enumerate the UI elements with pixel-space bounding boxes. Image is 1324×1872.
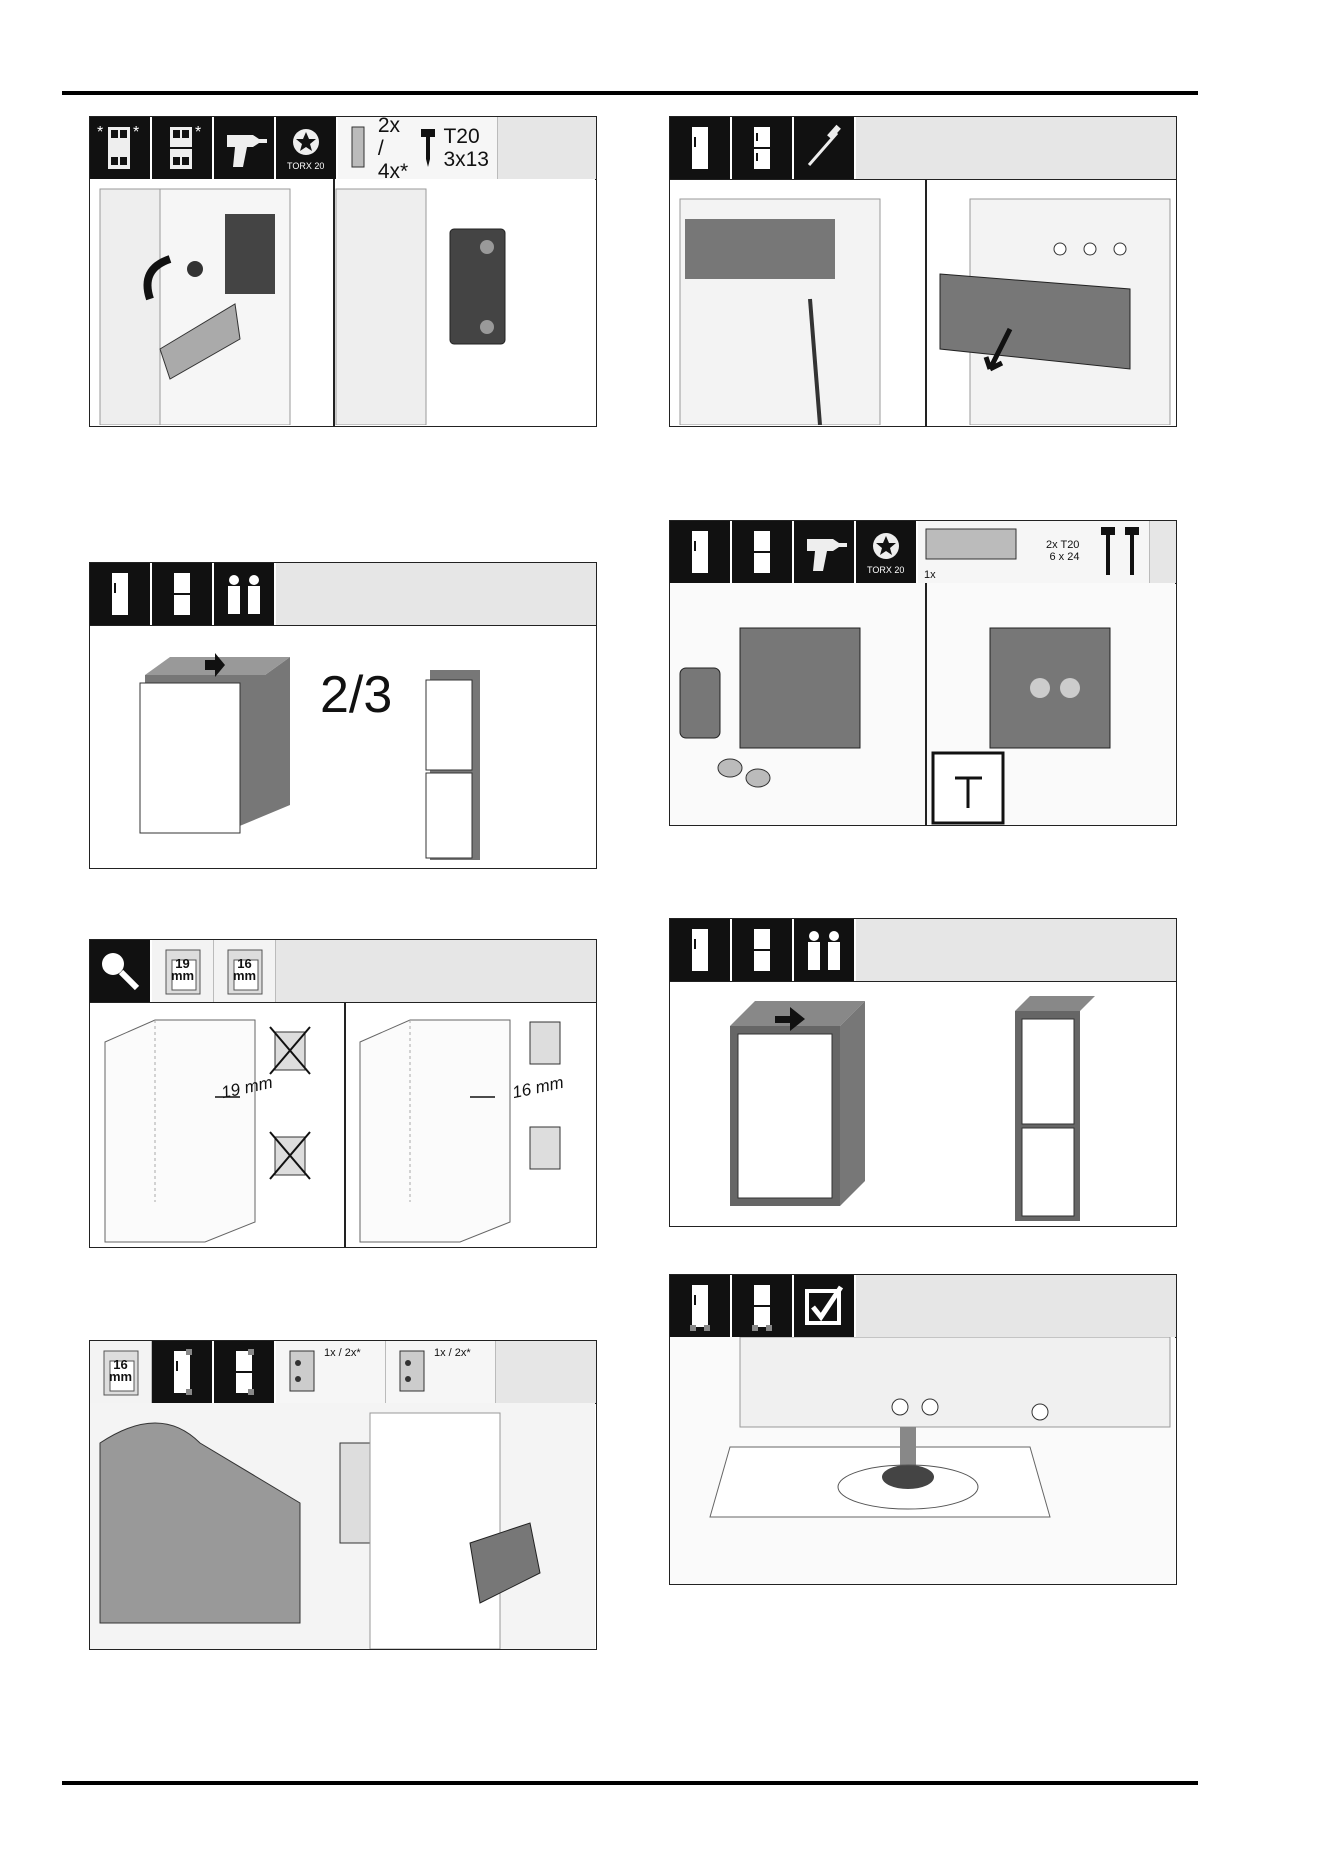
screw-icon bbox=[1097, 523, 1147, 579]
hinge-part-b-icon: 1x / 2x* bbox=[386, 1341, 496, 1403]
fridge-icon bbox=[670, 919, 732, 981]
step-panel-remove-cover bbox=[669, 116, 1177, 427]
count-b-label: 1x / 2x* bbox=[434, 1347, 471, 1359]
fridge-freezer-icon bbox=[152, 563, 214, 625]
panel-header bbox=[670, 117, 1176, 180]
fridge-freezer-hinge-icon bbox=[214, 1341, 276, 1403]
torx-icon: TORX 20 bbox=[856, 521, 918, 583]
fridge-hinge-icon bbox=[152, 1341, 214, 1403]
panel-divider bbox=[333, 179, 335, 426]
fridge-freezer-icon bbox=[732, 919, 794, 981]
bracket-part-icon bbox=[922, 525, 1022, 575]
svg-text:*: * bbox=[97, 124, 103, 141]
screw-type-label: T20 bbox=[443, 125, 489, 148]
checkbox-checked-icon bbox=[794, 1275, 856, 1337]
fridge-icon bbox=[90, 563, 152, 625]
top-rule bbox=[62, 91, 1198, 95]
panel-illustration: 19 mm 16 mm bbox=[90, 1002, 596, 1247]
step-panel-check-level bbox=[669, 1274, 1177, 1585]
fridge-freezer-hinge-icon: * bbox=[152, 117, 214, 179]
appliance-insertion-illustration bbox=[90, 625, 595, 868]
step-panel-two-thirds: 2/3 bbox=[89, 562, 597, 869]
screw-count-label: 2x / bbox=[378, 116, 412, 160]
bracket-mount-illustration bbox=[670, 583, 1175, 825]
panel-illustration bbox=[670, 583, 1176, 825]
leveling-foot-illustration bbox=[670, 1337, 1175, 1585]
hinge-bracket-icon bbox=[394, 1345, 434, 1399]
fridge-feet-icon bbox=[670, 1275, 732, 1337]
hinge-bracket-icon bbox=[284, 1345, 324, 1399]
appliance-aligned-illustration bbox=[670, 981, 1175, 1226]
svg-text:*: * bbox=[133, 124, 139, 141]
panel-divider bbox=[925, 179, 927, 426]
cover-pullout-illustration bbox=[670, 179, 1175, 425]
fridge-freezer-icon bbox=[732, 521, 794, 583]
two-thirds-label: 2/3 bbox=[320, 665, 392, 725]
drill-icon bbox=[214, 117, 276, 179]
part-count-label: 1x bbox=[924, 569, 936, 581]
mm-unit-label: mm bbox=[90, 1371, 151, 1383]
fridge-hinge-icon: ** bbox=[90, 117, 152, 179]
crossed-hinge-top bbox=[270, 1027, 310, 1074]
panel-illustration bbox=[90, 1403, 596, 1649]
panel-illustration bbox=[670, 1337, 1176, 1584]
panel-illustration: 2/3 bbox=[90, 625, 596, 868]
hinge-cover-illustration bbox=[90, 1403, 595, 1649]
hinge-part-a-icon: 1x / 2x* bbox=[276, 1341, 386, 1403]
step-panel-align-appliance bbox=[669, 918, 1177, 1227]
screwdriver-icon bbox=[794, 117, 856, 179]
cover-removal-illustration bbox=[90, 179, 595, 425]
mm-unit-label: mm bbox=[152, 970, 213, 982]
screw-type-label: 2x T20 bbox=[1046, 539, 1079, 551]
panel-illustration bbox=[90, 179, 596, 426]
count-a-label: 1x / 2x* bbox=[324, 1347, 361, 1359]
panel-illustration bbox=[670, 981, 1176, 1226]
two-persons-icon bbox=[794, 919, 856, 981]
magnifier-icon bbox=[90, 940, 152, 1002]
svg-text:TORX 20: TORX 20 bbox=[867, 565, 904, 575]
bottom-rule bbox=[62, 1781, 1198, 1785]
drill-icon bbox=[794, 521, 856, 583]
torx-icon: TORX 20 bbox=[276, 117, 338, 179]
fridge-icon bbox=[670, 521, 732, 583]
panel-divider bbox=[344, 1002, 346, 1247]
wall-thickness-illustration bbox=[90, 1002, 595, 1247]
screw-size-label: 3x13 bbox=[443, 148, 489, 171]
two-persons-icon bbox=[214, 563, 276, 625]
panel-divider bbox=[925, 583, 927, 825]
fridge-freezer-icon bbox=[732, 117, 794, 179]
fridge-icon bbox=[670, 117, 732, 179]
crossed-hinge-bottom bbox=[270, 1132, 310, 1179]
mm-unit-label: mm bbox=[214, 970, 275, 982]
screw-icon bbox=[418, 121, 438, 175]
svg-text:*: * bbox=[195, 124, 201, 141]
panel-header bbox=[90, 563, 596, 626]
svg-text:TORX 20: TORX 20 bbox=[287, 161, 324, 171]
bracket-icon bbox=[346, 121, 372, 175]
screw-size-label: 6 x 24 bbox=[1046, 551, 1079, 563]
panel-header bbox=[670, 919, 1176, 982]
panel-illustration bbox=[670, 179, 1176, 426]
panel-header bbox=[670, 1275, 1176, 1338]
fridge-freezer-feet-icon bbox=[732, 1275, 794, 1337]
